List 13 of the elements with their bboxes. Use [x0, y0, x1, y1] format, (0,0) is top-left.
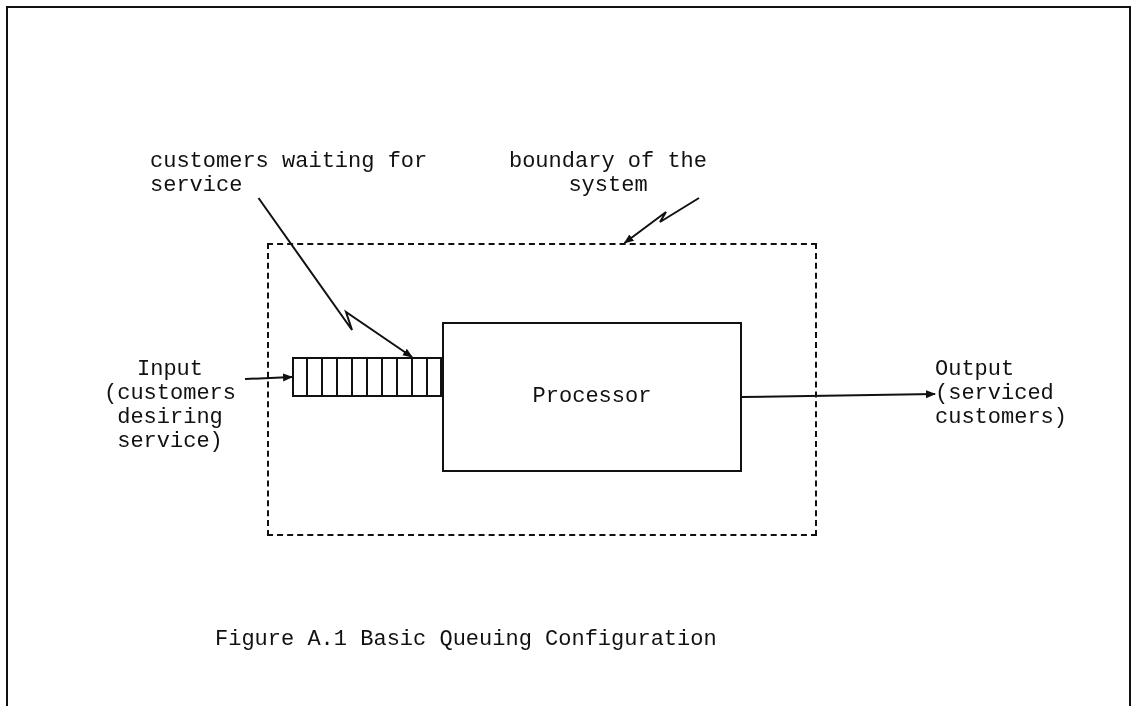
queue-bar — [292, 357, 442, 397]
leader-arrow — [257, 197, 413, 358]
processor-label: Processor — [532, 385, 652, 409]
annotation-text: boundary of the system — [478, 150, 738, 198]
annotation-text: customers waiting for service — [150, 150, 460, 198]
system-boundary — [267, 243, 817, 536]
input-label: Input (customers desiring service) — [95, 358, 245, 454]
output-label: Output (serviced customers) — [935, 358, 1125, 430]
leader-arrow — [623, 197, 700, 244]
arrow — [741, 390, 936, 399]
figure-caption: Figure A.1 Basic Queuing Configuration — [215, 628, 717, 652]
process-box — [442, 322, 742, 472]
arrow — [244, 373, 293, 382]
